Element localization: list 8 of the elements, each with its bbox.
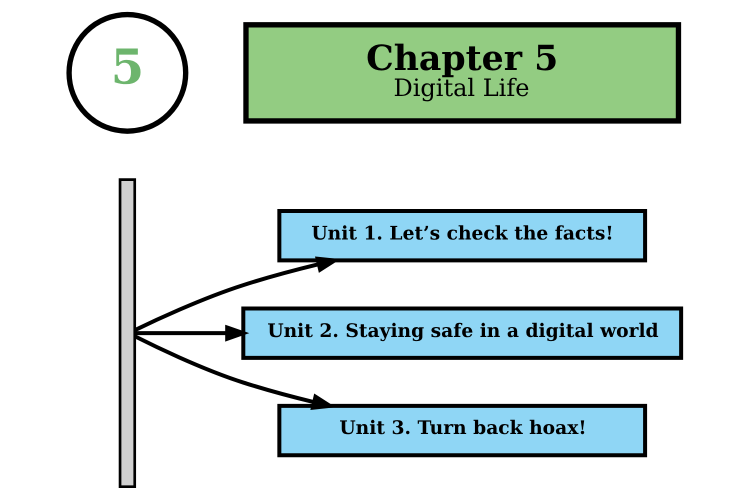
arrow xyxy=(134,334,336,410)
node-box: Unit 2. Staying safe in a digital world xyxy=(241,306,684,360)
node-box: Chapter 5 Digital Life xyxy=(243,22,682,124)
arrow xyxy=(135,324,250,342)
node-bar xyxy=(118,178,136,488)
node-box: Unit 3. Turn back hoax! xyxy=(277,403,648,457)
node-circle: 5 xyxy=(66,11,188,134)
node-box: Unit 1. Let’s check the facts! xyxy=(277,208,648,262)
